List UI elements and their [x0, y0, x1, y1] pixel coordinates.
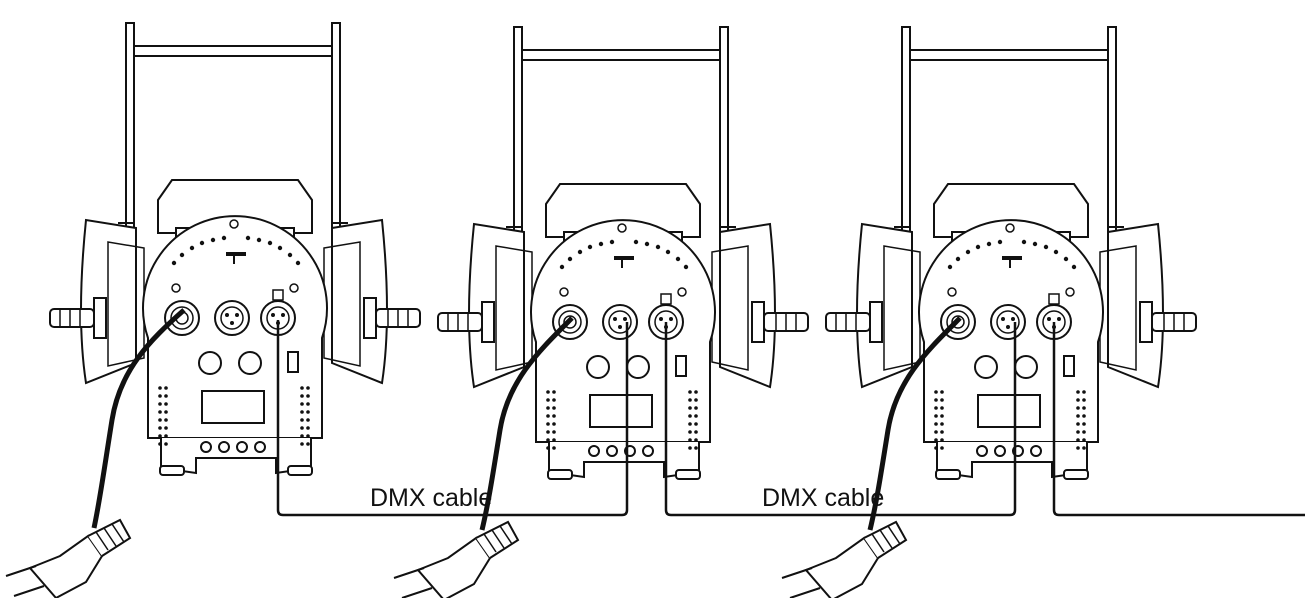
fixture-icon — [825, 26, 1197, 480]
dmx-cable-label: DMX cable — [762, 484, 884, 512]
dmx-cable — [1052, 322, 1305, 517]
power-plug-icon — [5, 519, 131, 598]
power-cable — [479, 316, 574, 531]
dmx-cable-label: DMX cable — [370, 484, 492, 512]
dmx-cable — [276, 320, 629, 517]
power-plug-icon — [781, 521, 907, 598]
fixture-icon — [49, 22, 421, 476]
fixture-icon — [437, 26, 809, 480]
power-plug-icon — [393, 521, 519, 598]
power-cable — [91, 308, 186, 529]
dmx-cable — [664, 322, 1017, 517]
power-cable — [867, 316, 962, 531]
